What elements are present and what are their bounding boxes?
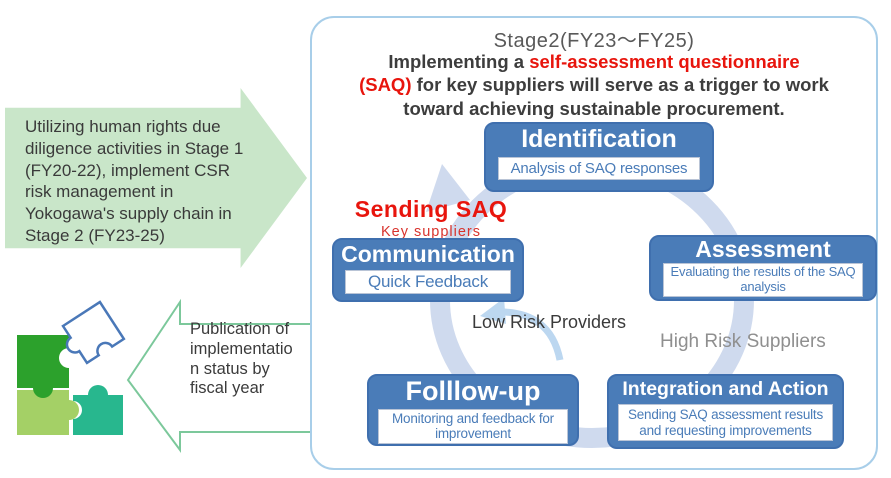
ring-arrowhead [426,164,470,212]
publication-line: implementatio [190,339,293,358]
subtitle-text: Implementing a [388,51,530,72]
box-title: Identification [521,125,677,153]
box-detail: Quick Feedback [345,270,511,294]
subtitle-highlight: self-assessment questionnaire [529,51,800,72]
puzzle-piece-light-green [17,390,79,435]
subtitle-line-3: toward achieving sustainable procurement… [316,97,872,120]
cycle-box-communication: Communication Quick Feedback [332,238,524,302]
publication-line: fiscal year [190,379,265,398]
high-risk-label: High Risk Suppliers [660,331,826,352]
subtitle-text: for key suppliers will serve as a trigge… [411,74,829,96]
subtitle-text: toward achieving sustainable procurement… [403,97,785,119]
sending-saq-title: Sending SAQ [354,196,508,222]
box-detail: Monitoring and feedback for improvement [378,408,568,444]
panel-subtitle: Implementing a self-assessment questionn… [316,50,872,120]
cycle-box-followup: Folllow-up Monitoring and feedback for i… [367,374,579,446]
box-title: Folllow-up [405,376,541,406]
publication-arrow-text: Publication of implementatio n status by… [190,320,322,399]
sending-saq-label: Sending SAQ Key suppliers [340,196,522,240]
box-title: Integration and Action [622,378,829,400]
stage1-arrow: Utilizing human rights due diligence act… [5,88,307,268]
puzzle-piece-blue-outline [61,300,126,365]
puzzle-piece-dark-green [17,335,69,398]
box-title: Communication [341,241,515,267]
key-suppliers-label: Key suppliers [380,224,482,240]
publication-line: Publication of [190,320,290,338]
stage2-panel: Stage2(FY23～FY25) Implementing a self-as… [310,16,878,470]
subtitle-highlight: (SAQ) [359,74,412,96]
subtitle-line-1: Implementing a self-assessment questionn… [316,50,872,73]
subtitle-line-2: (SAQ) for key suppliers will serve as a … [316,73,872,96]
stage1-arrow-text: Utilizing human rights due diligence act… [25,117,244,245]
puzzle-icon [17,300,126,435]
cycle-box-identification: Identification Analysis of SAQ responses [484,122,714,192]
inner-return-arrow [495,308,564,361]
box-detail: Analysis of SAQ responses [498,156,700,180]
cycle-box-assessment: Assessment Evaluating the results of the… [649,235,877,301]
publication-line: n status by [190,359,270,378]
panel-title: Stage2(FY23～FY25) [493,30,695,52]
box-title: Assessment [695,236,831,262]
puzzle-piece-teal [73,385,123,435]
inner-return-arrowhead [480,298,506,324]
low-risk-label: Low Risk Providers [472,312,627,332]
cycle-box-integration: Integration and Action Sending SAQ asses… [607,374,844,449]
box-detail: Sending SAQ assessment results and reque… [618,404,833,442]
box-detail: Evaluating the results of the SAQ analys… [663,263,863,298]
